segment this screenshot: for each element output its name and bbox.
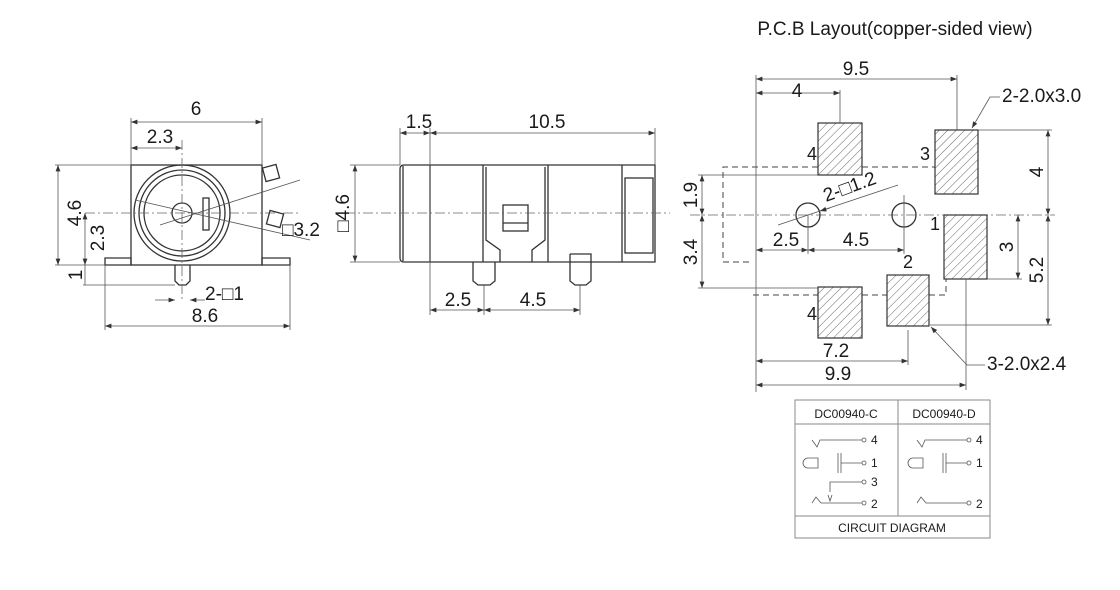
pad-label: 1 [930, 214, 940, 234]
dim-4-5: 4.5 [843, 230, 869, 251]
dim-2-5: 2.5 [773, 230, 799, 251]
side-body [399, 164, 656, 263]
dim-pin: 1 [66, 270, 87, 281]
dim-diameter: □4.6 [333, 194, 354, 232]
leader-line [159, 179, 301, 226]
pad-label: 3 [920, 144, 930, 164]
side-view: 1.5 10.5 □4.6 2.5 4.5 [333, 112, 670, 315]
pin-label: 1 [871, 456, 878, 470]
pad-label: 2 [903, 252, 913, 272]
pin-label: 3 [871, 475, 878, 489]
side-window [502, 204, 529, 232]
side-pin-2 [569, 253, 592, 286]
dim-height: 4.6 [65, 200, 86, 226]
front-body [130, 164, 263, 266]
schematic-d [907, 437, 972, 506]
pad-spec-small: 3-2.0x2.4 [987, 354, 1067, 375]
side-rear [624, 177, 654, 254]
pcb-layout: P.C.B Layout(copper-sided view) 4 3 1 2 … [681, 19, 1081, 392]
dim-9-9: 9.9 [825, 364, 851, 385]
diameter-symbol [265, 209, 285, 229]
pad-label: 4 [807, 144, 817, 164]
pad-1 [943, 214, 988, 280]
pin-label: 2 [871, 497, 878, 511]
dim-pin2: 4.5 [520, 290, 546, 311]
dim-total-width: 8.6 [192, 306, 218, 327]
dim-bore: □3.2 [282, 220, 320, 241]
pad-label: 4 [807, 304, 817, 324]
pad-2 [886, 274, 930, 327]
jack-contact [202, 197, 210, 231]
pad-4-bottom [817, 286, 863, 339]
dim-length: 10.5 [529, 112, 566, 133]
pad-3 [934, 129, 979, 195]
pin-label: 4 [976, 433, 983, 447]
diameter-symbol [261, 163, 281, 183]
dim-cap: 1.5 [406, 112, 432, 133]
dim-pin1: 2.5 [445, 290, 471, 311]
leader-line [134, 199, 311, 241]
pin-label: 4 [871, 433, 878, 447]
pin-label: 2 [976, 497, 983, 511]
dim-5-2: 5.2 [1027, 257, 1048, 283]
circuit-diagram-table: DC00940-C DC00940-D CIRCUIT DIAGRAM 4 1 … [794, 399, 991, 539]
dim-pin-diameter: 2-□1 [205, 284, 244, 305]
pad-spec-large: 2-2.0x3.0 [1002, 86, 1081, 107]
table-footer: CIRCUIT DIAGRAM [838, 521, 946, 535]
pcb-title: P.C.B Layout(copper-sided view) [757, 19, 1032, 40]
dim-center-y: 2.3 [88, 225, 109, 251]
front-view: 6 2.3 4.6 2.3 1 2-□1 8.6 □3.2 [55, 99, 320, 330]
outline-dashed [722, 166, 947, 296]
column-dc00940-d: DC00940-D [912, 407, 976, 421]
dim-9-5: 9.5 [843, 59, 869, 80]
dim-7-2: 7.2 [823, 341, 849, 362]
pin-label: 1 [976, 456, 983, 470]
side-pin-1 [472, 262, 496, 286]
dim-4-top: 4 [792, 81, 803, 102]
side-clip [485, 167, 546, 262]
dim-3-4: 3.4 [681, 238, 702, 265]
pad-4-top [817, 122, 863, 176]
dim-width: 6 [191, 99, 202, 120]
schematic-c [802, 437, 867, 506]
dim-3-right: 3 [997, 242, 1018, 253]
column-dc00940-c: DC00940-C [814, 407, 878, 421]
front-pin [174, 265, 191, 286]
dim-center-x: 2.3 [147, 127, 173, 148]
dim-1-9: 1.9 [681, 182, 702, 208]
dim-4-right: 4 [1027, 166, 1048, 177]
